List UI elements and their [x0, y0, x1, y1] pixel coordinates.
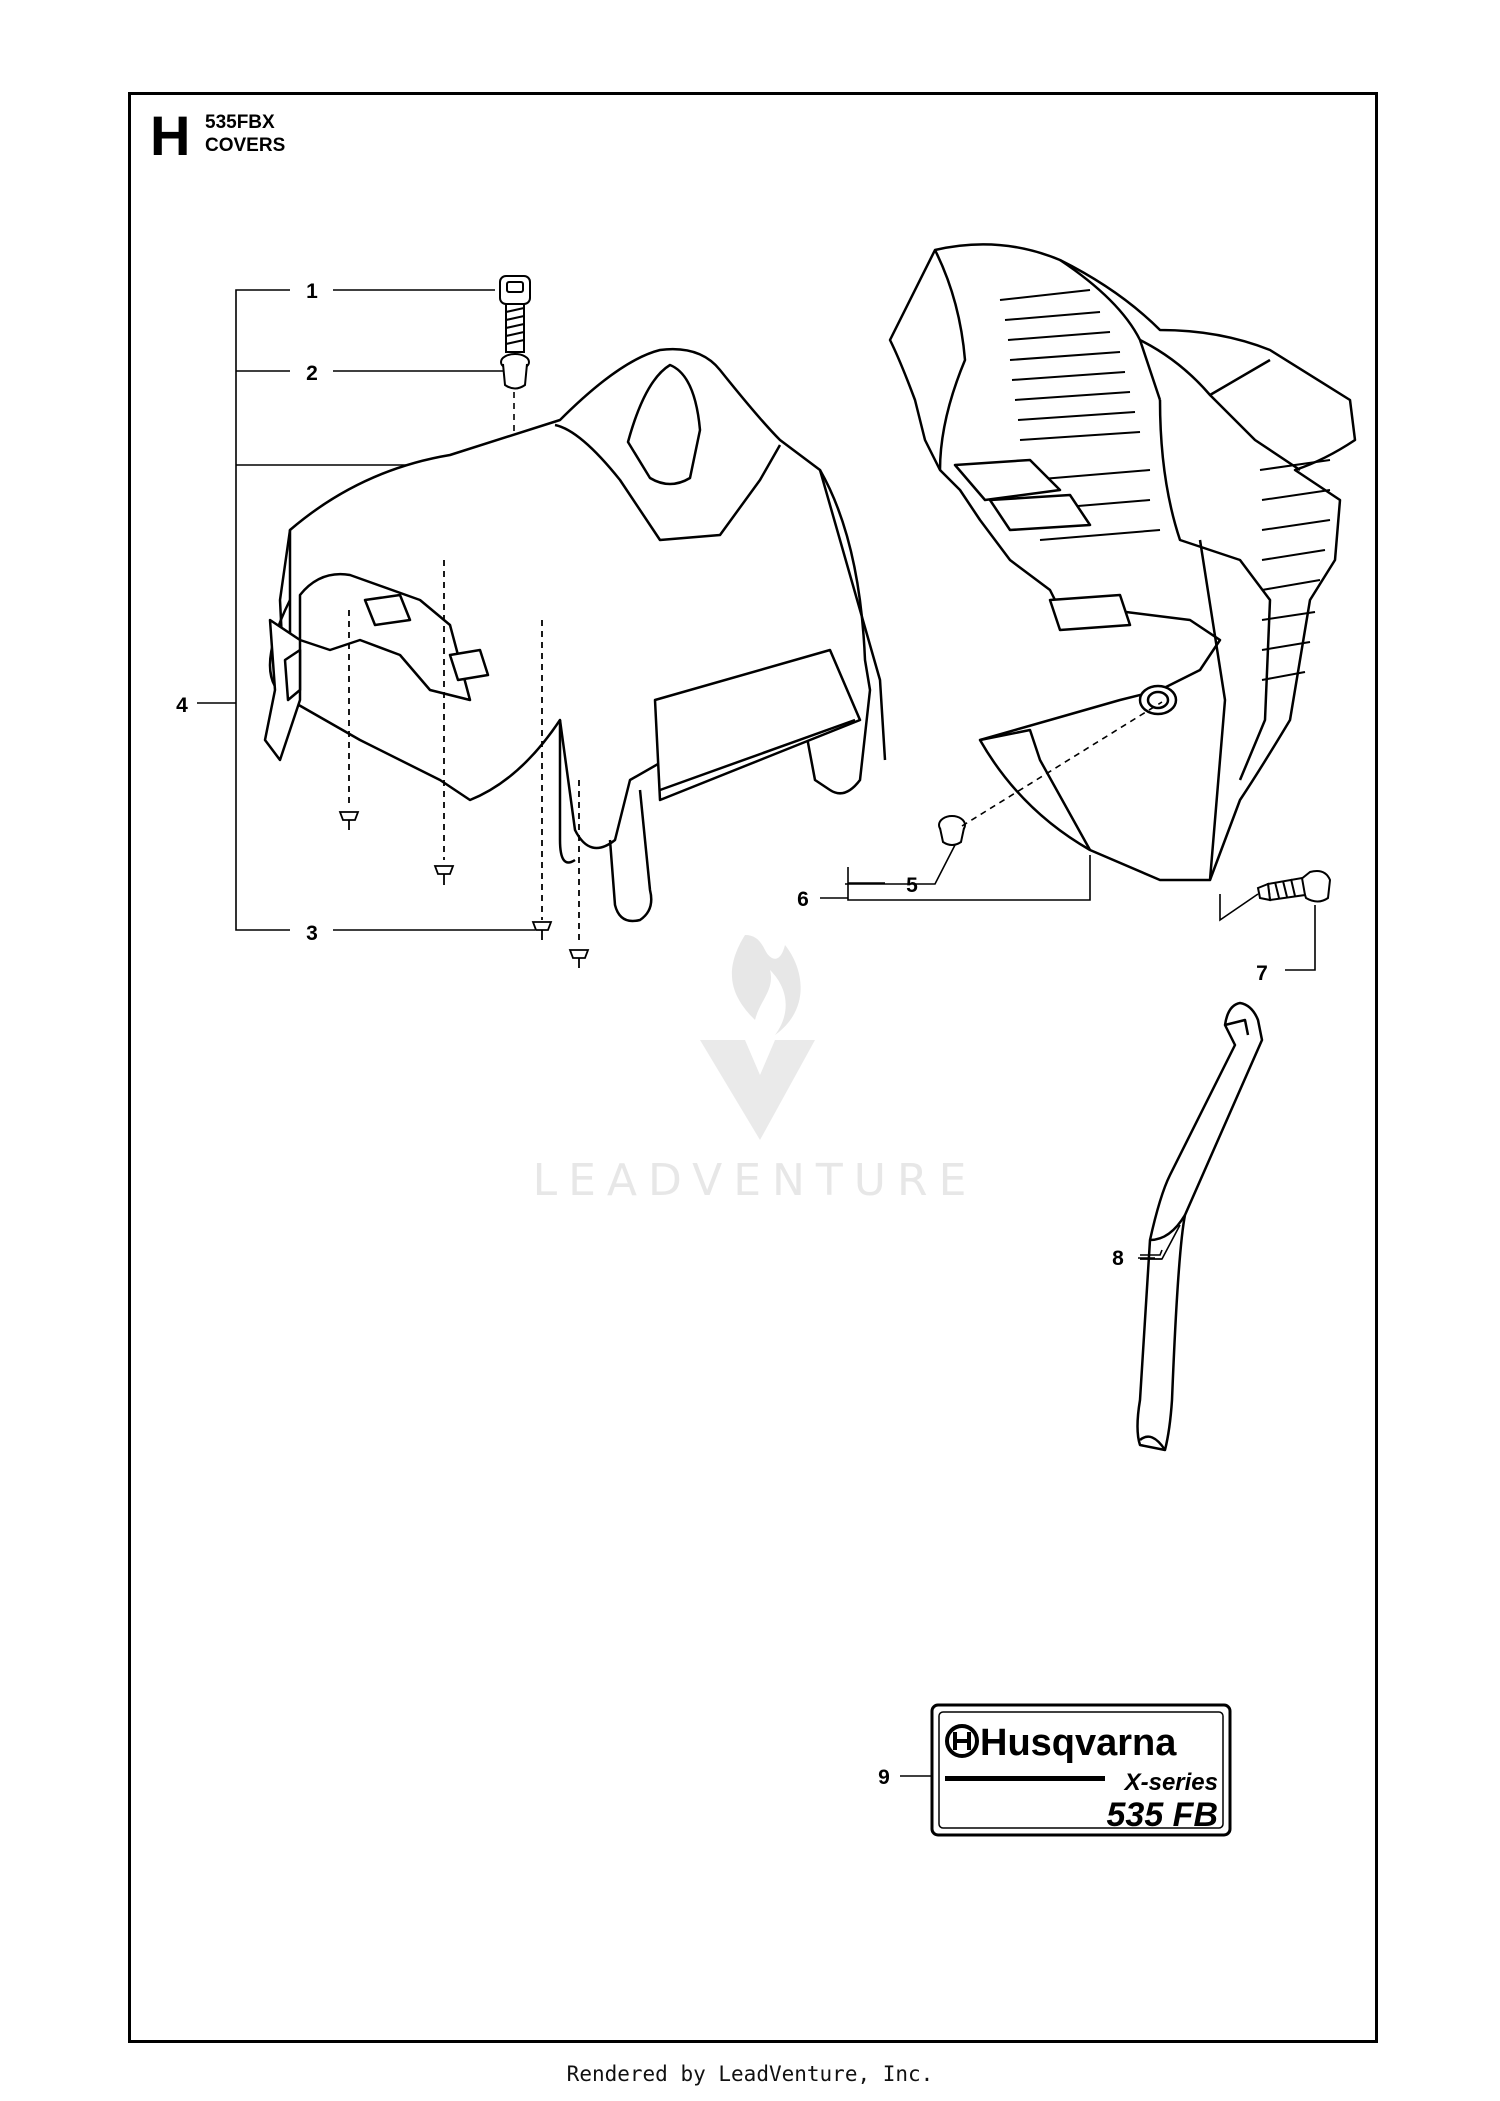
callout-5: 5 [906, 874, 918, 897]
watermark-flame-icon [731, 935, 801, 1035]
section-letter: H [150, 104, 191, 167]
part-8-strap [1136, 1001, 1264, 1452]
part-3-screws [338, 560, 590, 968]
watermark-v-icon [700, 1040, 815, 1140]
part-7-screw [1256, 870, 1332, 903]
part-6-blower-housing [888, 243, 1357, 882]
leadventure-watermark: LEADVENTURE [533, 935, 978, 1206]
part-1-bolt [499, 275, 531, 353]
footer-credit: Rendered by LeadVenture, Inc. [566, 2062, 934, 2086]
callout-1: 1 [306, 280, 318, 303]
callout-3: 3 [306, 922, 318, 945]
callout-2: 2 [306, 362, 318, 385]
callout-6: 6 [797, 888, 809, 911]
part-4-cylinder-cover [268, 348, 887, 923]
callout-8: 8 [1112, 1247, 1124, 1270]
leader-lines [845, 844, 1316, 1777]
callout-7: 7 [1256, 962, 1268, 985]
part-4-baffle [263, 572, 490, 762]
diagram-frame [128, 92, 1378, 2043]
decal-model: 535 FB [1107, 1796, 1219, 1834]
part-5-grommet [938, 701, 1163, 846]
decal-series: X-series [1123, 1769, 1218, 1796]
model-label: 535FBX [205, 112, 275, 133]
callout-9: 9 [878, 1766, 890, 1789]
section-name: COVERS [205, 135, 286, 156]
part-2-sleeve [500, 353, 530, 390]
decal-brand: Husqvarna [980, 1722, 1177, 1764]
husqvarna-logo-icon [945, 1724, 979, 1758]
watermark-text: LEADVENTURE [533, 1155, 978, 1206]
part-9-decal: Husqvarna X-series 535 FB [930, 1703, 1232, 1837]
callout-4: 4 [176, 694, 188, 717]
